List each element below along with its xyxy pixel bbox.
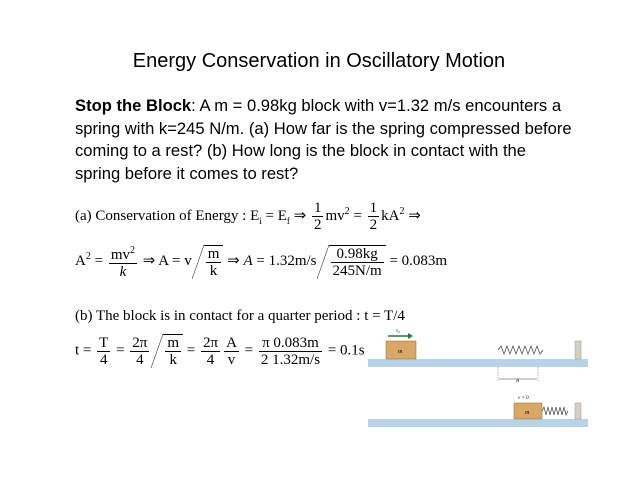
eq-a1-mv: mv bbox=[325, 207, 345, 224]
block-top bbox=[385, 340, 417, 360]
floor-top bbox=[368, 359, 588, 367]
problem-text: : A m = 0.98kg block with v=1.32 m/s enc… bbox=[75, 96, 572, 183]
equation-quarter-period: (b) The block is in contact for a quarte… bbox=[75, 308, 405, 324]
problem-heading: Stop the Block bbox=[75, 96, 192, 115]
eq-a2-arrow2: ⇒ bbox=[223, 252, 244, 269]
eq-a2-result: = 0.083m bbox=[385, 252, 448, 269]
eq-a1-sub-i: i bbox=[259, 215, 262, 226]
eq-b2-t: t = bbox=[75, 342, 96, 359]
eq-a1-sq2: 2 bbox=[399, 205, 405, 217]
equation-energy-conservation: (a) Conservation of Energy : Ei = Ef ⇒ 1… bbox=[75, 200, 421, 233]
velocity-arrowhead bbox=[408, 333, 413, 339]
eq-a1-ka: kA bbox=[381, 207, 400, 224]
eq-a1-prefix: (a) Conservation of Energy : E bbox=[75, 207, 260, 224]
eq-a2-sq: 2 bbox=[85, 250, 91, 262]
slide-title: Energy Conservation in Oscillatory Motio… bbox=[132, 50, 506, 72]
eq-a2-a: A bbox=[75, 252, 86, 269]
eq-a2-arrow1: ⇒ A = v bbox=[138, 252, 192, 269]
eq-a1-sq1: 2 bbox=[344, 205, 350, 217]
block-top-label: m bbox=[398, 349, 403, 355]
eq-a1-arrow1: ⇒ bbox=[289, 207, 310, 224]
spring-extended bbox=[497, 344, 544, 356]
eq-a2-eq1: = bbox=[90, 252, 107, 269]
spring-compressed bbox=[541, 405, 569, 417]
wall-bottom bbox=[574, 402, 582, 420]
eq-b2-result: = 0.1s bbox=[324, 342, 365, 359]
eq-a1-mid: = E bbox=[261, 207, 287, 224]
spring-block-figure: m v₀ A m v = 0 bbox=[368, 329, 588, 427]
v0-label: v₀ bbox=[396, 329, 400, 334]
wall-top bbox=[574, 340, 582, 360]
eq-a1-equals: = bbox=[349, 207, 366, 224]
problem-statement: Stop the Block: A m = 0.98kg block with … bbox=[75, 95, 575, 185]
amplitude-label: A bbox=[515, 379, 520, 384]
eq-a1-arrow2: ⇒ bbox=[404, 207, 421, 224]
floor-bottom bbox=[368, 419, 588, 427]
v-zero-label: v = 0 bbox=[518, 396, 529, 401]
eq-a2-a-italic: A bbox=[243, 252, 253, 269]
eq-a1-sub-f: f bbox=[286, 215, 290, 226]
eq-a2-velocity: = 1.32m/s bbox=[252, 252, 317, 269]
block-bottom-label: m bbox=[525, 410, 530, 416]
